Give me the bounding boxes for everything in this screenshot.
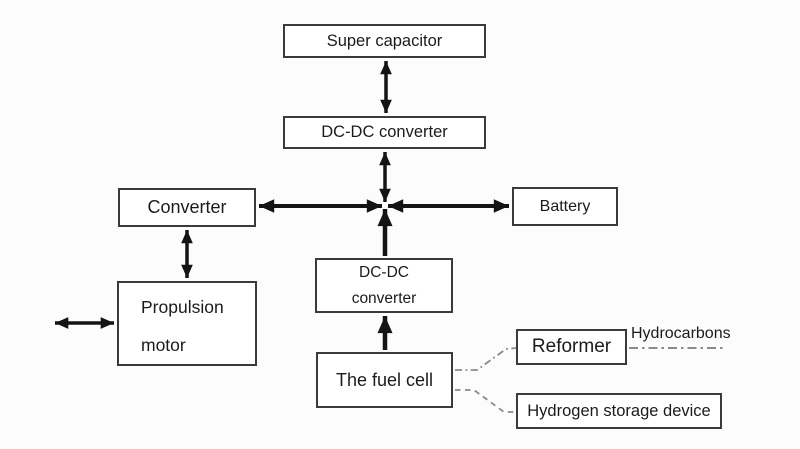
- node-fuel-cell: The fuel cell: [316, 352, 453, 408]
- node-label-line2: motor: [141, 334, 186, 355]
- line-fuelcell-hydrogenstorage: [455, 389, 516, 413]
- node-label-line2: converter: [351, 289, 417, 307]
- node-converter: Converter: [118, 188, 256, 227]
- node-label: Battery: [539, 197, 591, 215]
- node-dcdc-converter-mid: DC-DC converter: [315, 258, 453, 313]
- node-propulsion-motor: Propulsion motor: [117, 281, 257, 366]
- node-label-line1: DC-DC: [359, 263, 409, 281]
- node-battery: Battery: [512, 187, 618, 226]
- node-label: Converter: [147, 197, 227, 217]
- node-label: DC-DC converter: [321, 123, 448, 141]
- node-label: Reformer: [531, 336, 612, 357]
- node-label: Hydrogen storage device: [527, 401, 711, 420]
- node-hydrogen-storage-device: Hydrogen storage device: [516, 393, 722, 429]
- node-label-line1: Propulsion: [141, 296, 224, 317]
- node-reformer: Reformer: [516, 329, 627, 365]
- hydrocarbons-annotation: Hydrocarbons: [631, 325, 731, 342]
- node-dcdc-converter-top: DC-DC converter: [283, 116, 486, 149]
- node-label: The fuel cell: [335, 369, 434, 390]
- node-super-capacitor: Super capacitor: [283, 24, 486, 58]
- node-label: Super capacitor: [326, 31, 443, 50]
- line-fuelcell-reformer: [455, 347, 517, 371]
